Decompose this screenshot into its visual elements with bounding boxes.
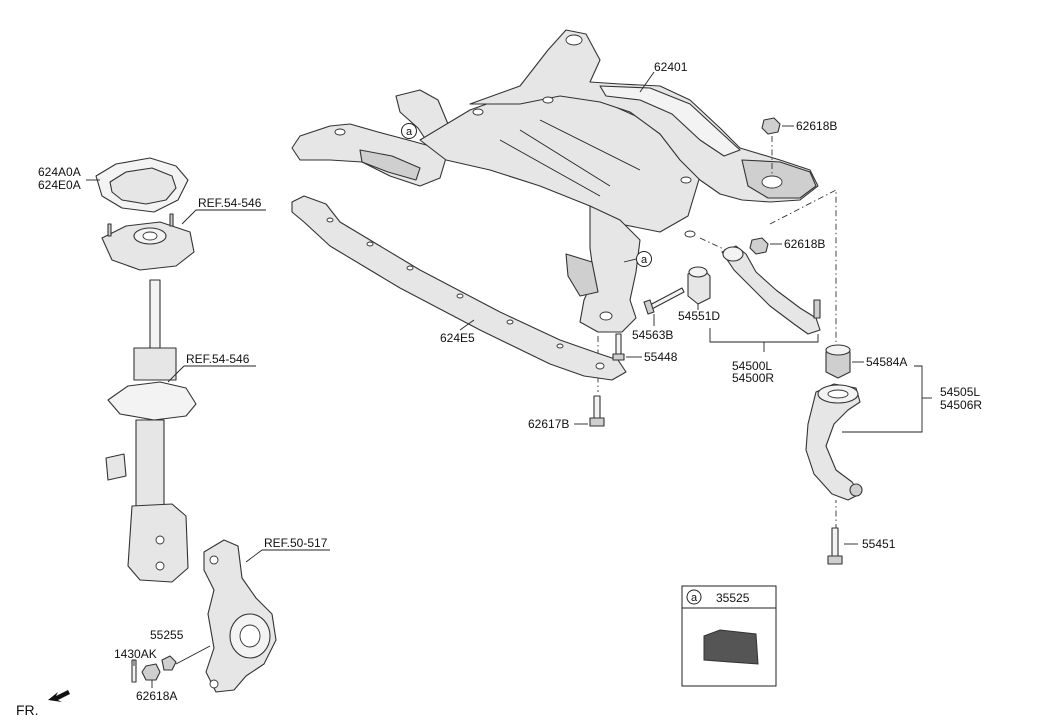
ref-54-546-mid[interactable]: REF.54-546 [186,352,250,366]
leader-624E5 [459,319,475,331]
bolt-55448[interactable] [612,333,625,361]
ref-50-517[interactable]: REF.50-517 [264,536,328,550]
ref-54-546-top[interactable]: REF.54-546 [198,196,262,210]
label-54506R[interactable]: 54506R [940,398,982,412]
pad-35525 [703,629,759,665]
bushing-54584A[interactable] [825,344,851,379]
bolt-62617B[interactable] [589,395,605,427]
front-beam-624E5[interactable] [291,195,627,381]
label-54563B[interactable]: 54563B [632,328,673,342]
label-62401[interactable]: 62401 [654,60,688,74]
label-62618B-top[interactable]: 62618B [796,119,837,133]
callout-a-mid: a [623,251,652,267]
label-35525: 35525 [716,591,750,605]
leader-55255 [175,645,211,665]
label-54551D[interactable]: 54551D [678,309,720,323]
svg-text:a: a [406,126,413,138]
strut-shock-absorber[interactable] [105,279,197,583]
label-624E5[interactable]: 624E5 [440,331,475,345]
label-55255[interactable]: 55255 [150,628,184,642]
steering-knuckle[interactable] [203,539,277,693]
bushing-54551D[interactable] [687,266,711,305]
label-624A0A[interactable]: 624A0A [38,165,81,179]
svg-text:a: a [691,592,698,604]
leader-ref-50-517 [245,549,263,563]
nut-62618A[interactable] [141,663,161,681]
svg-text:a: a [641,254,648,266]
bolt-55451[interactable] [827,527,843,565]
subframe-crossmember[interactable] [291,29,819,333]
fr-arrow-icon [48,690,70,702]
label-54500L[interactable]: 54500L [732,359,772,373]
label-1430AK[interactable]: 1430AK [114,647,157,661]
leader-62401 [639,71,655,93]
label-62617B[interactable]: 62617B [528,417,569,431]
nut-55255[interactable] [161,655,177,671]
lower-arm-rear-54500[interactable] [721,245,821,335]
label-62618A[interactable]: 62618A [136,689,177,703]
fr-label: FR. [16,702,39,718]
dash-line-right [769,189,837,342]
bracket-54505 [842,365,923,433]
mount-gasket-624A0A[interactable] [95,157,189,213]
callout-a-top: a [401,123,417,139]
leader-ref-top [181,209,197,225]
label-55451[interactable]: 55451 [862,537,896,551]
label-624E0A[interactable]: 624E0A [38,178,81,192]
callout-box-35525[interactable]: a 35525 [681,585,777,687]
label-54584A[interactable]: 54584A [866,355,907,369]
nut-62618B-top[interactable] [761,117,781,135]
label-62618B-mid[interactable]: 62618B [784,237,825,251]
bolt-54563B[interactable] [643,287,685,315]
label-54505L[interactable]: 54505L [940,385,980,399]
nut-62618B-mid[interactable] [749,237,769,255]
leader-ref-mid [167,365,185,383]
label-54500R[interactable]: 54500R [732,371,774,385]
strut-top-mount[interactable] [101,213,195,271]
label-55448[interactable]: 55448 [644,350,678,364]
front-direction-indicator: FR. [16,690,70,718]
lower-arm-front-54505[interactable] [805,383,863,501]
